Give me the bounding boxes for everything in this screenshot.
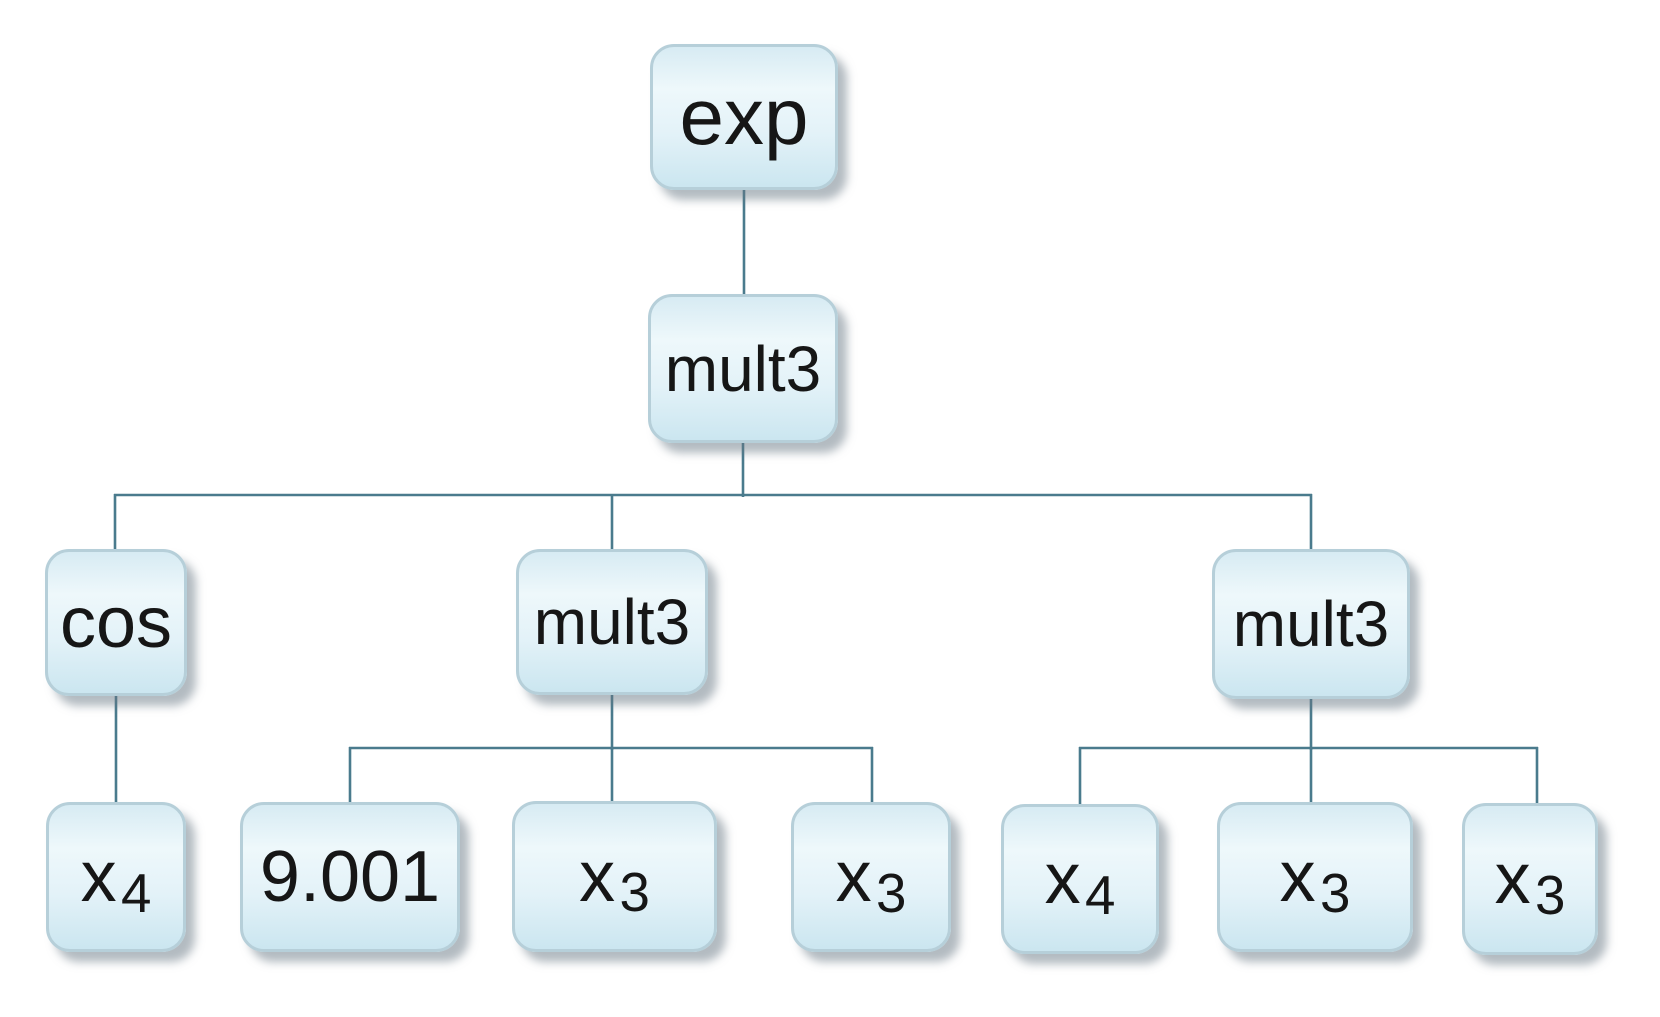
- tree-node-x3-c: x3: [1217, 802, 1413, 952]
- node-subscript: 3: [1534, 863, 1566, 926]
- tree-node-cos: cos: [45, 549, 187, 696]
- node-subscript: 4: [1084, 863, 1116, 926]
- tree-node-x4-left: x4: [46, 802, 186, 952]
- node-label: mult3: [533, 586, 691, 658]
- tree-node-constant-9001: 9.001: [240, 802, 460, 952]
- node-subscript: 3: [1319, 861, 1351, 924]
- tree-node-x3-a: x3: [512, 801, 717, 952]
- node-label: x: [579, 836, 616, 917]
- node-label: exp: [679, 72, 809, 161]
- node-label: cos: [59, 582, 173, 663]
- tree-node-x3-d: x3: [1462, 803, 1598, 955]
- node-label: 9.001: [259, 837, 441, 917]
- node-label: x: [80, 837, 117, 917]
- tree-node-x3-b: x3: [791, 802, 951, 952]
- node-label: x: [1279, 837, 1316, 917]
- node-subscript: 4: [120, 861, 152, 924]
- tree-node-mult3-level2: mult3: [648, 294, 838, 443]
- node-label: mult3: [664, 332, 822, 405]
- tree-node-mult3-mid: mult3: [516, 549, 708, 695]
- node-subscript: 3: [619, 861, 650, 924]
- node-subscript: 3: [875, 861, 907, 924]
- tree-node-mult3-right: mult3: [1212, 549, 1410, 699]
- node-label: x: [1494, 839, 1531, 919]
- tree-node-exp: exp: [650, 44, 838, 190]
- node-label: mult3: [1232, 588, 1390, 660]
- tree-node-x4-right: x4: [1001, 804, 1159, 954]
- node-label: x: [1044, 839, 1081, 919]
- node-label: x: [835, 837, 872, 917]
